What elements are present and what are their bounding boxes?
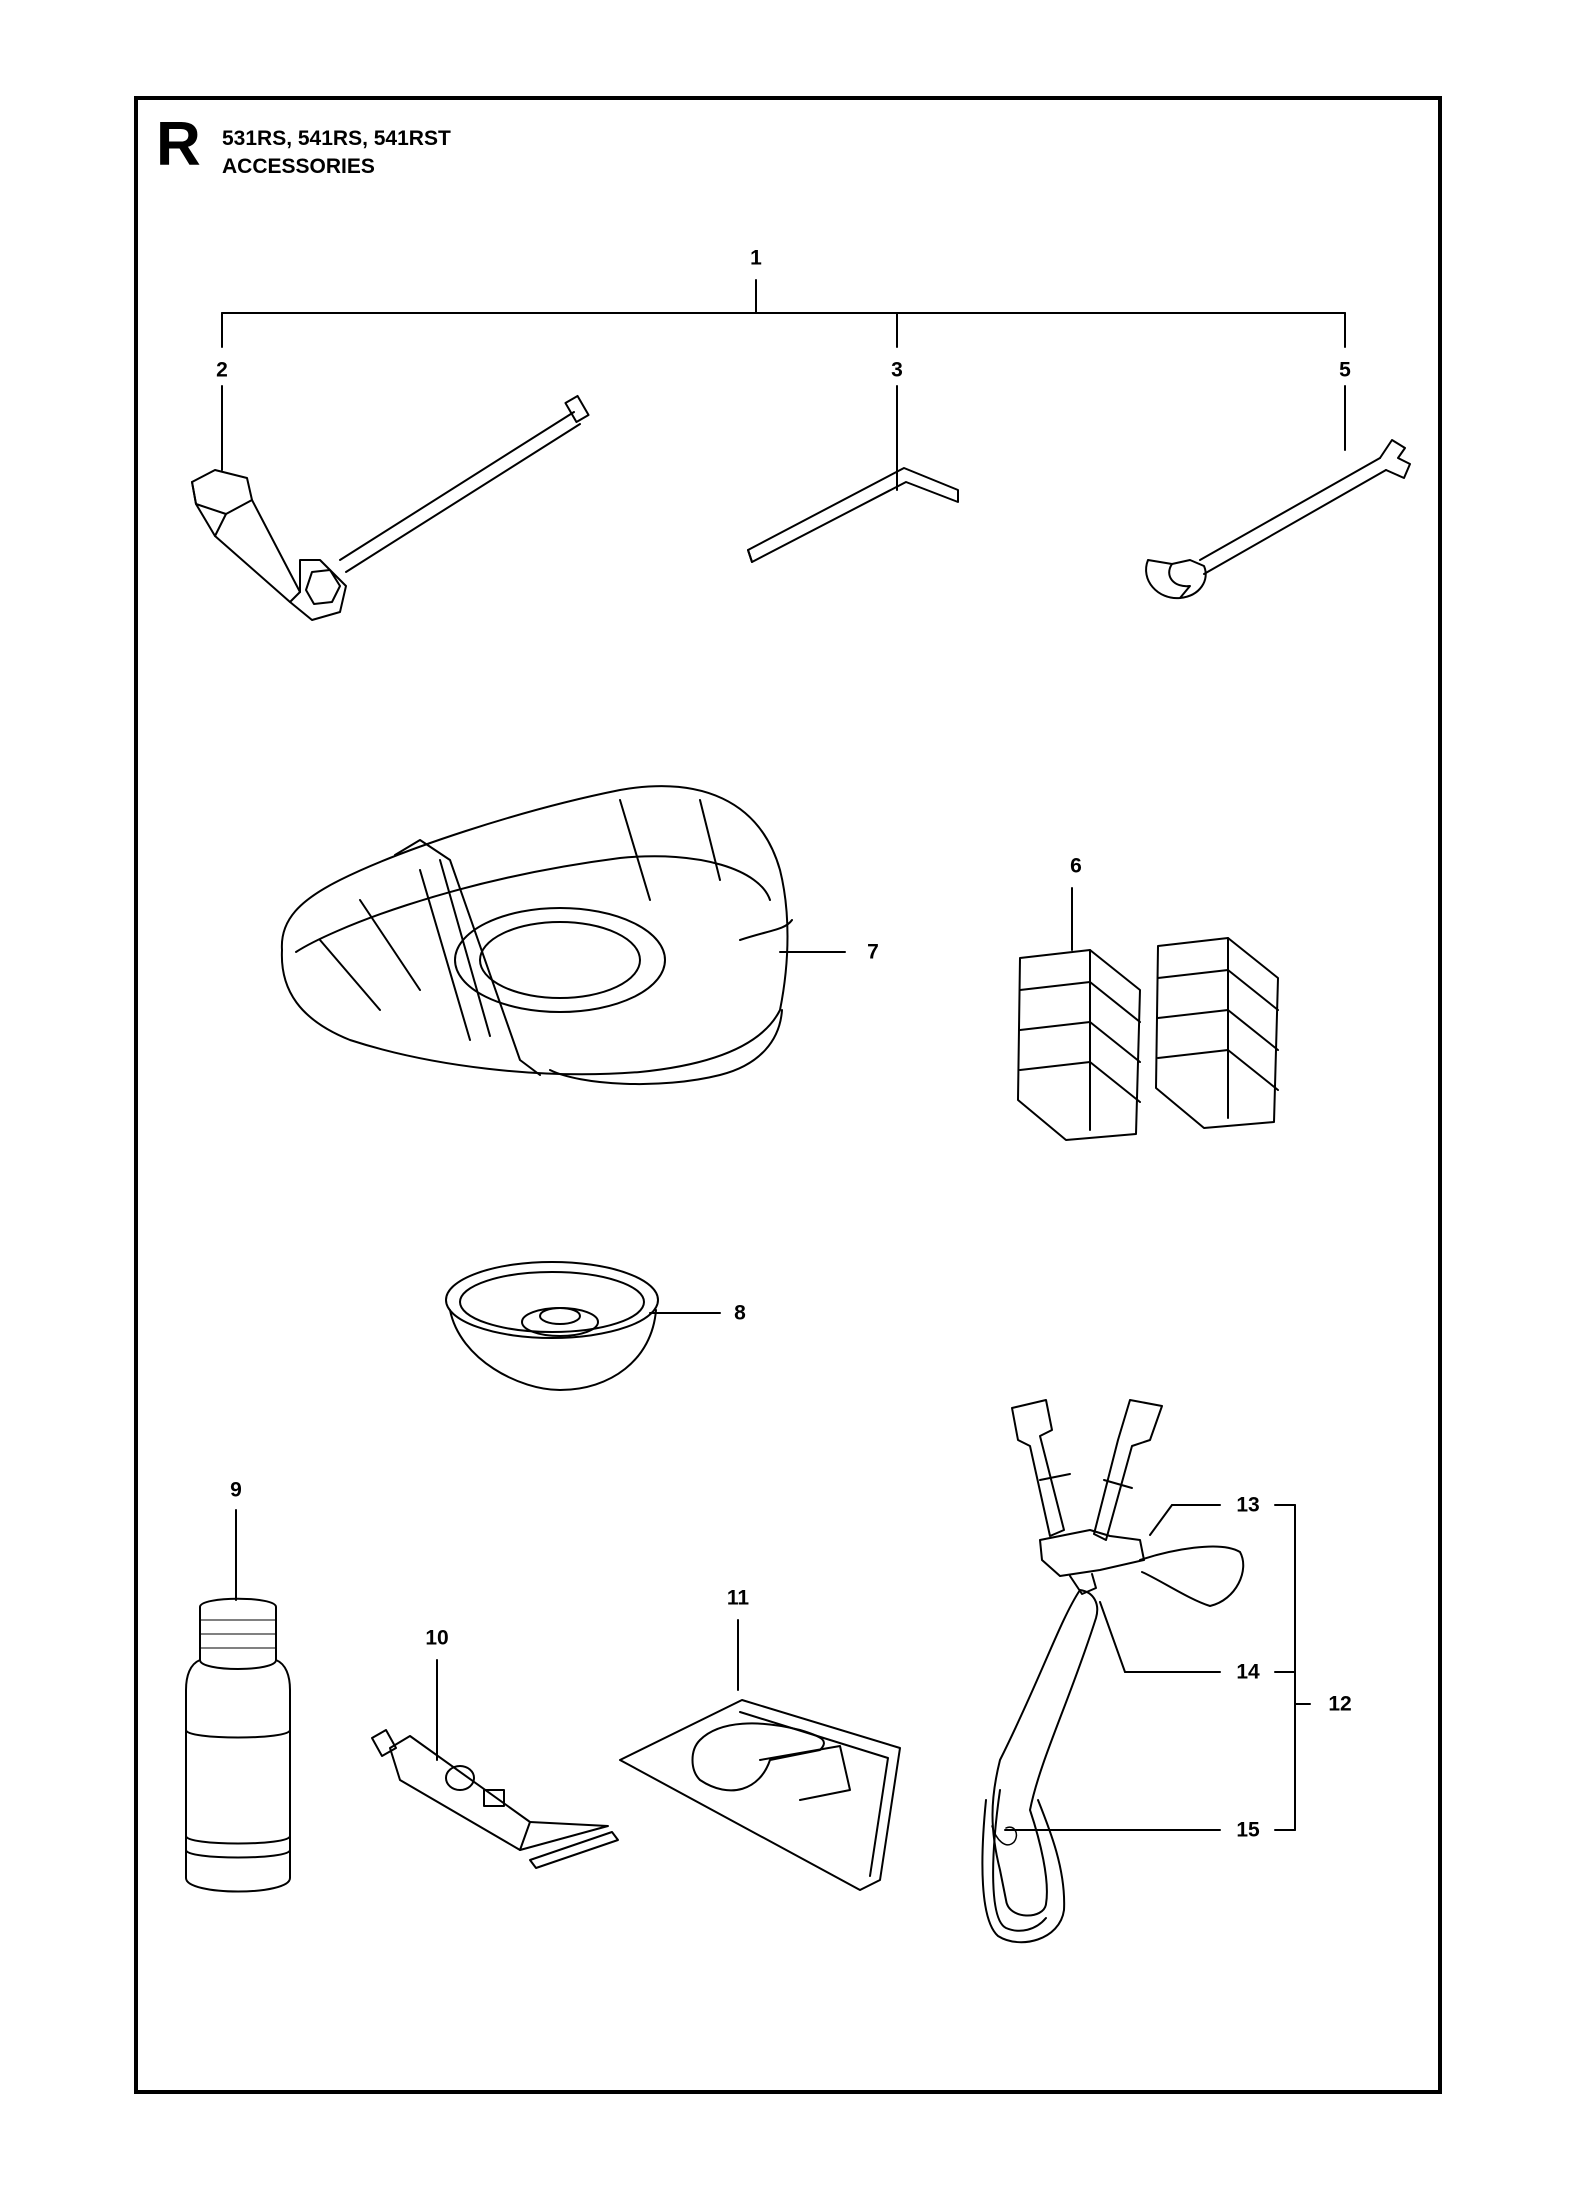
callout-11: 11 — [726, 1586, 750, 1610]
callout-13: 13 — [1236, 1493, 1260, 1517]
callout-15: 15 — [1236, 1818, 1260, 1842]
transport-guard-icon — [619, 1699, 901, 1891]
callout-12: 12 — [1328, 1692, 1352, 1716]
callout-1: 1 — [750, 246, 762, 270]
grease-tube-icon — [371, 1729, 619, 1869]
section-letter: R — [156, 110, 201, 179]
model-list: 531RS, 541RS, 541RST — [222, 127, 451, 150]
callout-5: 5 — [1339, 358, 1351, 382]
callout-2: 2 — [216, 358, 228, 382]
callout-8: 8 — [734, 1301, 746, 1325]
harness-icon — [981, 1399, 1245, 1944]
cutting-guard-icon — [280, 785, 793, 1086]
oil-bottle-icon — [185, 1597, 291, 1893]
callout-10: 10 — [425, 1626, 449, 1650]
callout-7: 7 — [867, 940, 879, 964]
callout-9: 9 — [230, 1478, 242, 1502]
callout-14: 14 — [1236, 1660, 1260, 1684]
open-end-wrench-icon — [1145, 439, 1411, 600]
callout-6: 6 — [1070, 854, 1082, 878]
page-title: ACCESSORIES — [222, 155, 375, 178]
leader-lines — [221, 385, 1346, 1831]
support-cup-icon — [445, 1261, 659, 1391]
kit-bracket — [221, 279, 1346, 348]
combination-spanner-icon — [191, 394, 590, 621]
callout-3: 3 — [891, 358, 903, 382]
page-frame — [134, 96, 1442, 2094]
hex-key-icon — [747, 467, 959, 563]
blade-guard-strips-icon — [1017, 937, 1279, 1141]
